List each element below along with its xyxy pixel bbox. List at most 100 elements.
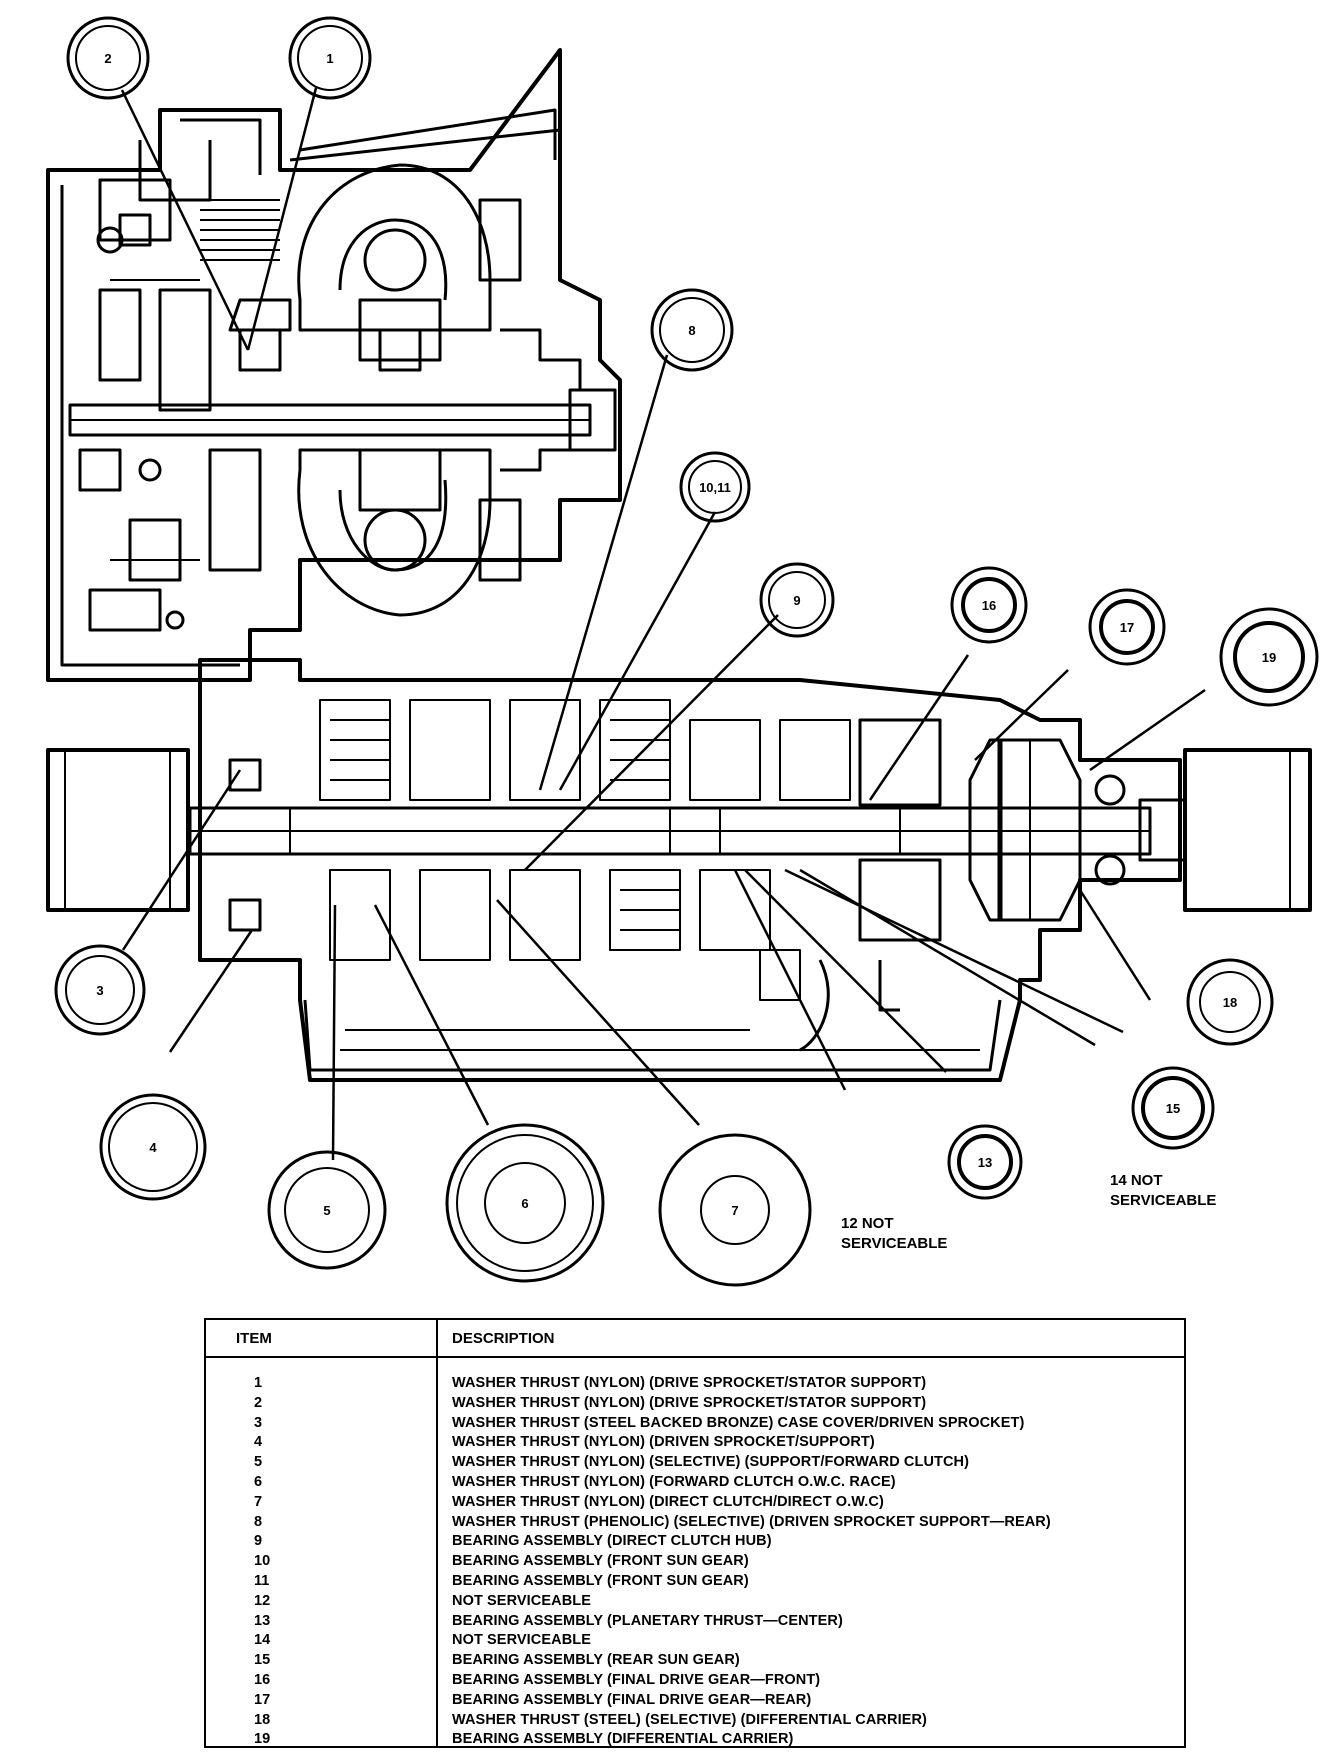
legend-item-description: WASHER THRUST (NYLON) (SELECTIVE) (SUPPO… — [452, 1454, 970, 1471]
legend-row: 5 WASHER THRUST (NYLON) (SELECTIVE) (SUPP… — [206, 1453, 1184, 1473]
legend-item-description: WASHER THRUST (STEEL BACKED BRONZE) CASE… — [452, 1414, 1025, 1431]
legend-row: 9 BEARING ASSEMBLY (DIRECT CLUTCH HUB) — [206, 1532, 1184, 1552]
leader-lines — [120, 87, 1206, 1161]
legend-item-number: 10 — [254, 1553, 271, 1570]
legend-item-number: 9 — [254, 1533, 263, 1550]
svg-text:13: 13 — [978, 1155, 992, 1170]
callout-15: 15 — [1131, 1066, 1215, 1150]
callout-17: 17 — [1088, 588, 1166, 666]
legend-row: 17 BEARING ASSEMBLY (FINAL DRIVE GEAR—REA… — [206, 1691, 1184, 1711]
legend-row: 15 BEARING ASSEMBLY (REAR SUN GEAR) — [206, 1651, 1184, 1671]
legend-item-description: BEARING ASSEMBLY (REAR SUN GEAR) — [452, 1652, 740, 1669]
legend-item-number: 17 — [254, 1691, 271, 1708]
svg-text:SERVICEABLE: SERVICEABLE — [1110, 1192, 1216, 1209]
legend-header — [206, 1320, 1184, 1358]
legend-row: 19 BEARING ASSEMBLY (DIFFERENTIAL CARRIER… — [206, 1730, 1184, 1750]
callout-1: 1 — [288, 16, 372, 100]
legend-item-number: 4 — [254, 1434, 263, 1451]
legend-item-description: WASHER THRUST (NYLON) (FORWARD CLUTCH O.… — [452, 1473, 896, 1490]
legend-item-number: 5 — [254, 1454, 263, 1471]
legend-item-number: 16 — [254, 1671, 271, 1688]
legend-item-description: WASHER THRUST (NYLON) (DRIVEN SPROCKET/S… — [452, 1434, 875, 1451]
svg-text:10,11: 10,11 — [699, 480, 731, 495]
callout-19: 19 — [1219, 607, 1319, 707]
legend-item-description: BEARING ASSEMBLY (FINAL DRIVE GEAR—FRONT… — [452, 1671, 821, 1688]
legend-item-description: WASHER THRUST (NYLON) (DRIVE SPROCKET/ST… — [452, 1375, 927, 1391]
legend-item-number: 13 — [254, 1612, 271, 1629]
legend-row: 4 WASHER THRUST (NYLON) (DRIVEN SPROCKET/… — [206, 1433, 1184, 1453]
legend-row: 2 WASHER THRUST (NYLON) (DRIVE SPROCKET/S… — [206, 1394, 1184, 1414]
legend-item-description: BEARING ASSEMBLY (DIFFERENTIAL CARRIER) — [452, 1731, 794, 1748]
legend-item-description: BEARING ASSEMBLY (FRONT SUN GEAR) — [452, 1553, 749, 1570]
svg-text:17: 17 — [1120, 620, 1134, 635]
legend-item-description: BEARING ASSEMBLY (DIRECT CLUTCH HUB) — [452, 1533, 772, 1550]
legend-item-number: 18 — [254, 1711, 271, 1728]
legend-item-description: BEARING ASSEMBLY (FINAL DRIVE GEAR—REAR) — [452, 1691, 812, 1708]
legend-item-description: NOT SERVICEABLE — [452, 1592, 592, 1609]
legend-row: 10 BEARING ASSEMBLY (FRONT SUN GEAR) — [206, 1552, 1184, 1572]
legend-header-item: ITEM — [236, 1330, 272, 1347]
legend-row: 8 WASHER THRUST (PHENOLIC) (SELECTIVE) (D… — [206, 1513, 1184, 1533]
legend-row: 3 WASHER THRUST (STEEL BACKED BRONZE) CAS… — [206, 1414, 1184, 1434]
legend-item-description: NOT SERVICEABLE — [452, 1632, 592, 1649]
legend-row: 12 NOT SERVICEABLE — [206, 1592, 1184, 1612]
legend-item-number: 11 — [254, 1572, 270, 1589]
callout-10-11: 10,11 — [679, 451, 751, 523]
legend-row: 6 WASHER THRUST (NYLON) (FORWARD CLUTCH O… — [206, 1473, 1184, 1493]
svg-text:SERVICEABLE: SERVICEABLE — [841, 1235, 947, 1252]
legend-item-number: 6 — [254, 1473, 263, 1490]
svg-text:1: 1 — [326, 51, 333, 66]
svg-text:9: 9 — [793, 593, 800, 608]
legend-item-description: WASHER THRUST (NYLON) (DRIVE SPROCKET/ST… — [452, 1394, 927, 1411]
svg-text:16: 16 — [982, 598, 996, 613]
legend-item-number: 12 — [254, 1592, 271, 1609]
legend-item-number: 14 — [254, 1632, 271, 1649]
legend-item-number: 3 — [254, 1414, 263, 1431]
note-12: 12 NOT SERVICEABLE — [841, 1215, 947, 1252]
callout-9: 9 — [759, 562, 835, 638]
callout-16: 16 — [950, 566, 1028, 644]
svg-text:18: 18 — [1223, 995, 1237, 1010]
legend-item-number: 2 — [254, 1394, 263, 1411]
note-14: 14 NOT SERVICEABLE — [1110, 1172, 1216, 1209]
callout-6: 6 — [445, 1123, 605, 1283]
svg-text:8: 8 — [688, 323, 695, 338]
legend-item-number: 15 — [254, 1652, 271, 1669]
callout-13: 13 — [947, 1124, 1023, 1200]
svg-text:6: 6 — [521, 1196, 528, 1211]
callout-7: 7 — [658, 1133, 812, 1287]
svg-text:2: 2 — [104, 51, 111, 66]
lower-housing — [46, 658, 1312, 1082]
transaxle-cutaway-diagram: 1 2 3 4 5 6 7 8 9 10,11 13 15 — [46, 16, 1319, 1287]
legend-item-number: 1 — [254, 1375, 263, 1391]
legend-row: 16 BEARING ASSEMBLY (FINAL DRIVE GEAR—FRO… — [206, 1671, 1184, 1691]
legend-row: 7 WASHER THRUST (NYLON) (DIRECT CLUTCH/DI… — [206, 1493, 1184, 1513]
legend-item-description: WASHER THRUST (NYLON) (DIRECT CLUTCH/DIR… — [452, 1493, 884, 1510]
legend-item-description: WASHER THRUST (PHENOLIC) (SELECTIVE) (DR… — [452, 1513, 1051, 1530]
svg-text:14 NOT: 14 NOT — [1110, 1172, 1163, 1189]
svg-text:12 NOT: 12 NOT — [841, 1215, 894, 1232]
callout-2: 2 — [66, 16, 150, 100]
callout-8: 8 — [650, 288, 734, 372]
upper-housing — [46, 48, 622, 682]
callout-3: 3 — [54, 944, 146, 1036]
svg-text:5: 5 — [323, 1203, 330, 1218]
callout-18: 18 — [1186, 958, 1274, 1046]
legend-row: 14 NOT SERVICEABLE — [206, 1631, 1184, 1651]
legend-row: 18 WASHER THRUST (STEEL) (SELECTIVE) (DIF… — [206, 1711, 1184, 1731]
callout-4: 4 — [99, 1093, 207, 1201]
svg-text:19: 19 — [1262, 650, 1276, 665]
svg-text:4: 4 — [149, 1140, 157, 1155]
callout-5: 5 — [267, 1150, 387, 1270]
svg-text:15: 15 — [1166, 1101, 1180, 1116]
legend-item-number: 7 — [254, 1493, 263, 1510]
svg-text:7: 7 — [731, 1203, 738, 1218]
legend-item-number: 19 — [254, 1731, 271, 1748]
legend-row: 1 WASHER THRUST (NYLON) (DRIVE SPROCKET/S… — [206, 1374, 1184, 1394]
legend-item-number: 8 — [254, 1513, 263, 1530]
legend-item-description: WASHER THRUST (STEEL) (SELECTIVE) (DIFFE… — [452, 1711, 927, 1728]
